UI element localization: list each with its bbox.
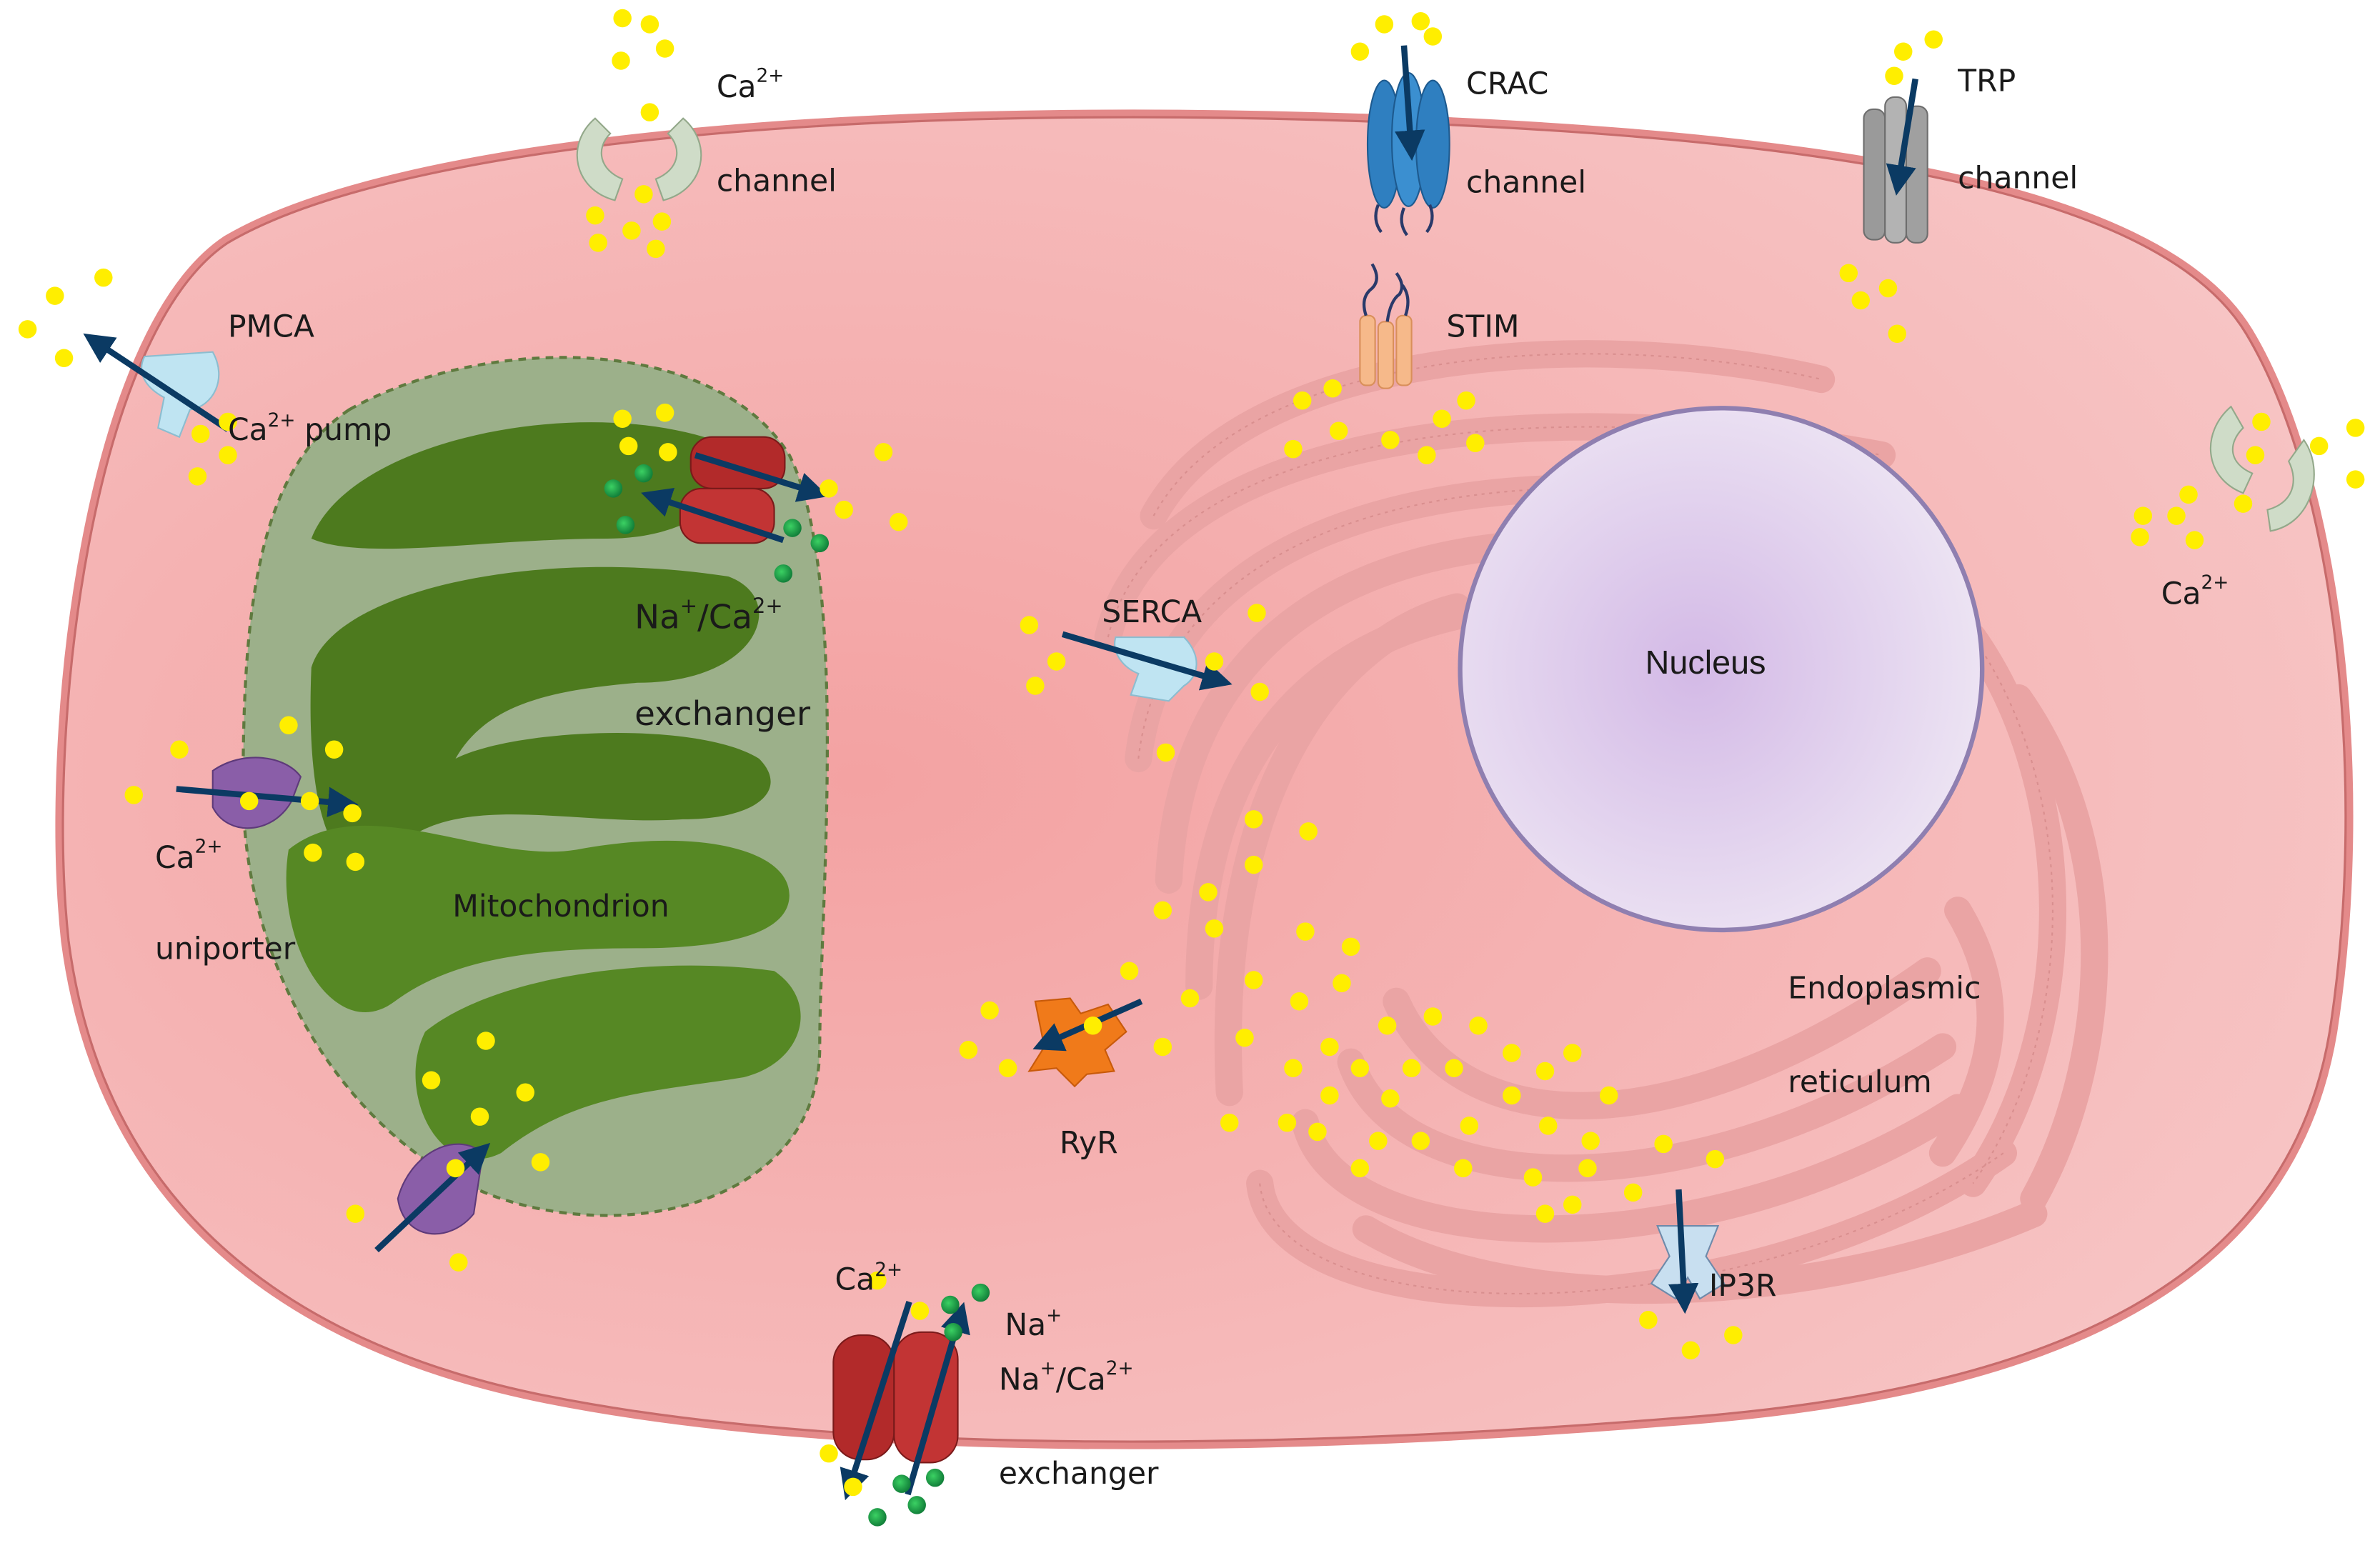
ryr-label: RyR — [1060, 1126, 1118, 1161]
ca-channel-top — [576, 117, 702, 201]
crista — [415, 965, 801, 1159]
trp-channel — [1863, 96, 1928, 244]
pm-exchanger-ions-label: Na+/Ca2+ — [999, 1358, 1134, 1397]
mito-exchanger-label: exchanger — [634, 695, 811, 734]
pm-exchanger-label: exchanger — [999, 1457, 1159, 1492]
stim-label: STIM — [1446, 310, 1519, 345]
arrow-mito-exch-out — [694, 452, 829, 502]
pm-exchanger-ca-label: Ca2+ — [835, 1259, 902, 1297]
ip3r-label: IP3R — [1709, 1269, 1777, 1304]
crac-label: CRAC — [1466, 67, 1548, 102]
mitochondrion-label: Mitochondrion — [452, 889, 669, 924]
uniporter-ca-label: Ca2+ — [155, 837, 223, 876]
ca-channel-top-label: channel — [717, 164, 837, 199]
arrow-crac — [1395, 45, 1425, 161]
pm-exchanger-na-in-label: Na+ — [1005, 1305, 1062, 1343]
arrow-trp — [1886, 78, 1918, 196]
ca-channel-top-ca-label: Ca2+ — [717, 66, 784, 105]
arrow-uniporter-bottom — [374, 1142, 491, 1253]
reticulum-label: reticulum — [1788, 1065, 1931, 1100]
mito-exchanger-ions-label: Na+/Ca2+ — [634, 594, 783, 636]
arrow-serca — [1061, 631, 1233, 691]
arrow-pmca — [83, 333, 230, 432]
trp-label: TRP — [1957, 64, 2016, 99]
sodium-ions — [604, 464, 990, 1527]
crista — [286, 825, 790, 1013]
endoplasmic-label: Endoplasmic — [1788, 972, 1981, 1007]
crista — [310, 566, 771, 867]
right-channel-ca-label: Ca2+ — [2161, 572, 2229, 611]
trp-channel-label: channel — [1958, 161, 2078, 196]
stim — [1359, 263, 1413, 389]
calcium-ions — [18, 9, 2365, 1497]
arrow-uniporter-left — [176, 786, 359, 817]
pm-na-ca-exchanger — [832, 1331, 959, 1464]
pmca-label: PMCA — [228, 310, 314, 345]
serca-label: SERCA — [1102, 595, 1202, 630]
nucleus-label: Nucleus — [1645, 644, 1766, 681]
nucleus — [1458, 406, 1985, 933]
crac-channel-label: channel — [1466, 166, 1586, 201]
arrow-mito-exch-in — [641, 487, 785, 544]
uniporter-label: uniporter — [155, 932, 296, 967]
pmca-pump-label: Ca2+pump — [228, 410, 392, 448]
mitochondrion — [242, 356, 830, 1217]
arrow-ip3r — [1668, 1189, 1699, 1314]
ca-channel-right — [2209, 405, 2315, 532]
arrow-pm-exch-ca-out — [840, 1300, 912, 1501]
